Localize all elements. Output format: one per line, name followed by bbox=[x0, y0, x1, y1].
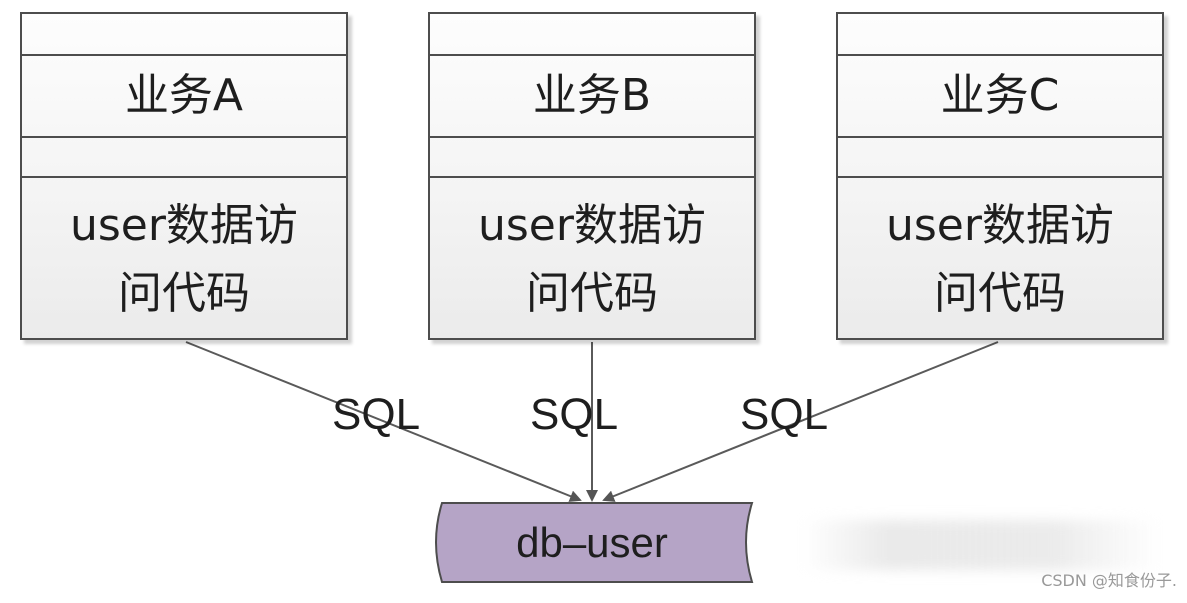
divider bbox=[22, 136, 346, 138]
service-body: user数据访 问代码 bbox=[430, 192, 754, 328]
service-body-line: user数据访 bbox=[478, 200, 706, 251]
connector-c bbox=[602, 341, 999, 502]
service-body-line: user数据访 bbox=[886, 200, 1114, 251]
connector-label-b: SQL bbox=[530, 390, 619, 439]
blurred-watermark-area bbox=[800, 520, 1160, 570]
watermark-text: CSDN @知食份子. bbox=[1041, 571, 1177, 590]
divider bbox=[838, 176, 1162, 178]
service-box-c: 业务C user数据访 问代码 bbox=[836, 12, 1164, 340]
service-body-line: 问代码 bbox=[526, 268, 658, 319]
service-box-b: 业务B user数据访 问代码 bbox=[428, 12, 756, 340]
divider bbox=[22, 176, 346, 178]
service-title: 业务B bbox=[532, 70, 652, 121]
divider bbox=[838, 54, 1162, 56]
connector-label-a: SQL bbox=[332, 390, 421, 439]
service-title: 业务C bbox=[940, 70, 1060, 121]
divider bbox=[22, 54, 346, 56]
service-body-line: user数据访 bbox=[70, 200, 298, 251]
database-shape bbox=[435, 502, 754, 583]
connector-label-c: SQL bbox=[740, 390, 829, 439]
connector-a bbox=[185, 341, 582, 502]
service-body-line: 问代码 bbox=[934, 268, 1066, 319]
service-body: user数据访 问代码 bbox=[22, 192, 346, 328]
service-body-line: 问代码 bbox=[118, 268, 250, 319]
divider bbox=[430, 136, 754, 138]
divider bbox=[838, 136, 1162, 138]
divider bbox=[430, 176, 754, 178]
database-label: db–user bbox=[516, 519, 668, 566]
service-body: user数据访 问代码 bbox=[838, 192, 1162, 328]
service-box-a: 业务A user数据访 问代码 bbox=[20, 12, 348, 340]
divider bbox=[430, 54, 754, 56]
service-title: 业务A bbox=[124, 70, 244, 121]
